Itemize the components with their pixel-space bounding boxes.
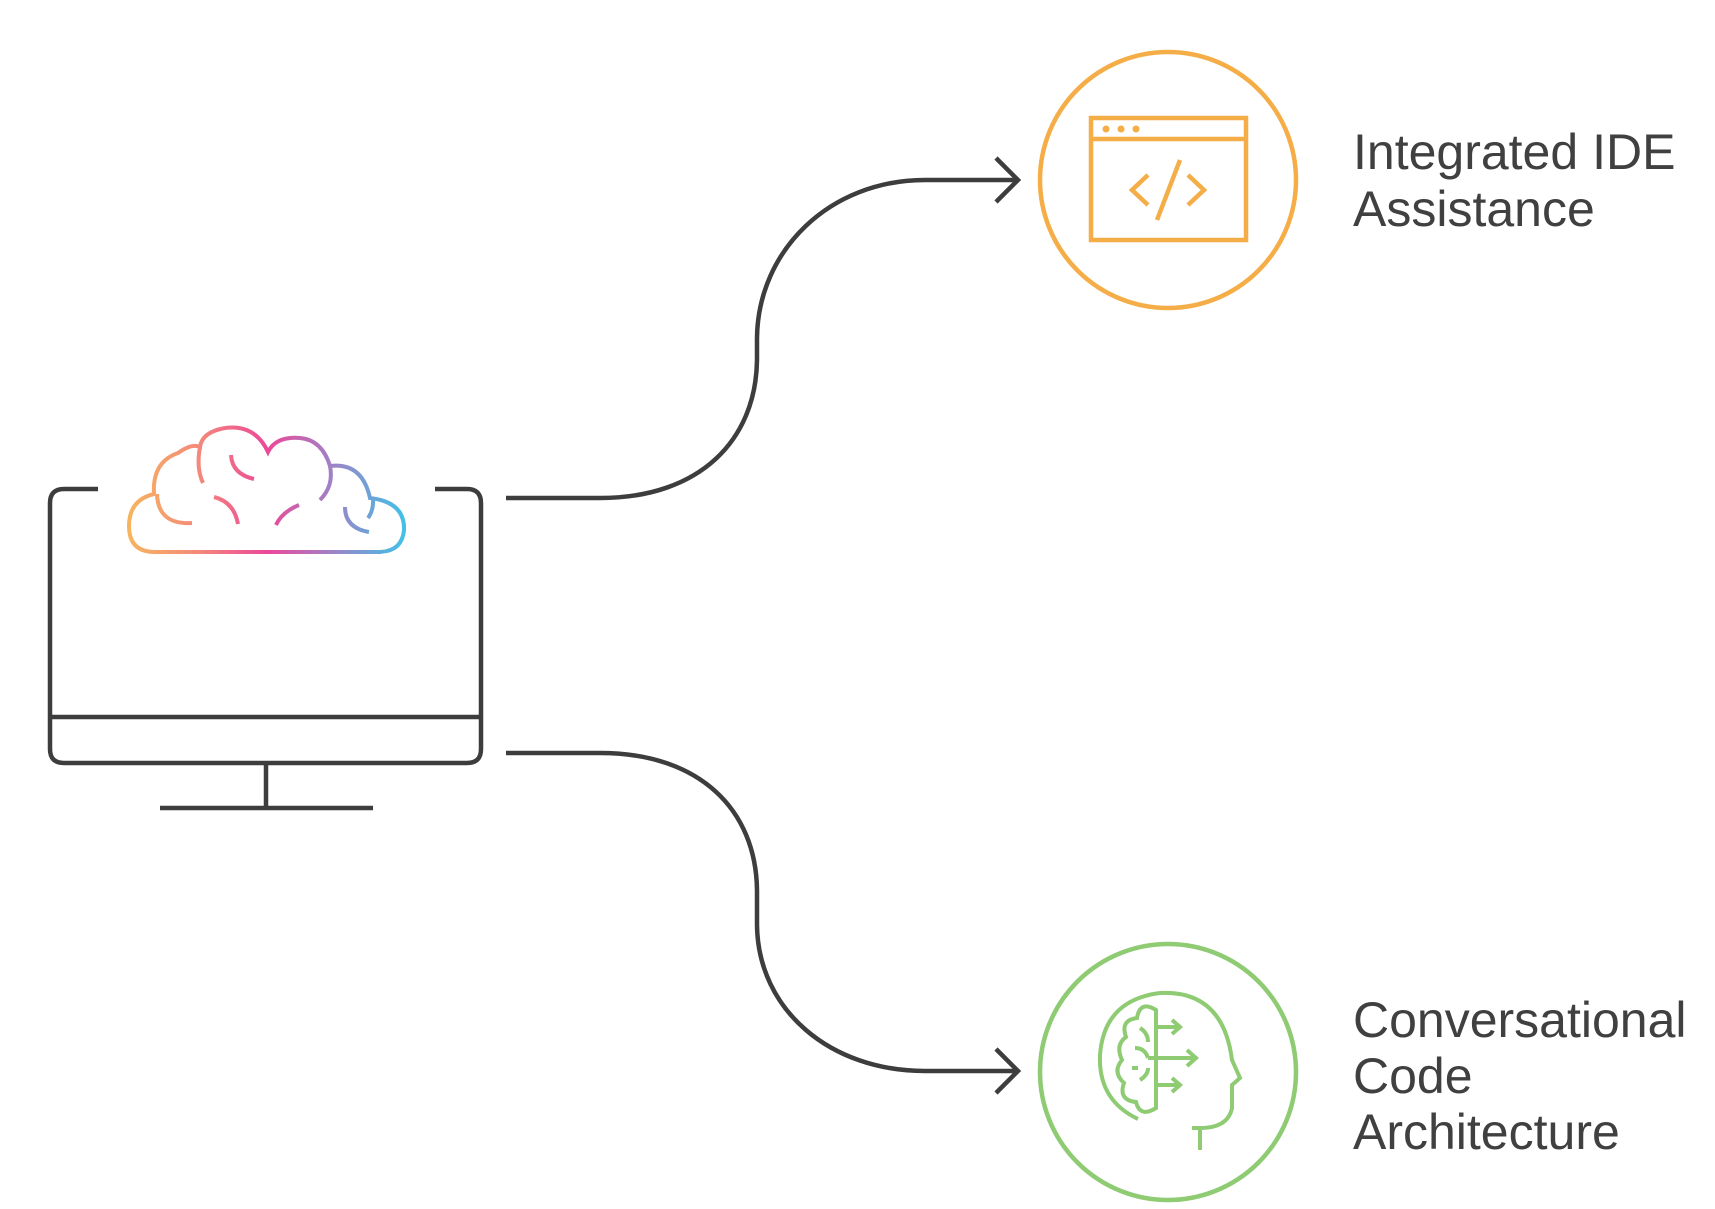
connector-to-ide bbox=[506, 156, 1022, 501]
arrowhead-icon bbox=[994, 1047, 1022, 1095]
architecture-node bbox=[1037, 941, 1299, 1203]
connector-line bbox=[506, 750, 1018, 1074]
connector-line bbox=[506, 177, 1018, 501]
brain-fold-8 bbox=[366, 496, 376, 520]
brain-head-icon bbox=[1097, 990, 1243, 1150]
brain-fold-3 bbox=[229, 454, 255, 481]
ide-circle bbox=[1037, 49, 1299, 311]
ide-label: Integrated IDE Assistance bbox=[1353, 124, 1675, 238]
monitor-frame bbox=[47, 486, 484, 766]
label-line: Integrated IDE bbox=[1353, 124, 1676, 180]
architecture-label: Conversational Code Architecture bbox=[1353, 992, 1687, 1160]
label-line: Architecture bbox=[1353, 1104, 1620, 1160]
head-profile bbox=[1097, 990, 1243, 1150]
brain-half bbox=[1115, 1004, 1158, 1114]
label-line: Assistance bbox=[1353, 181, 1595, 237]
brain-fold-1 bbox=[155, 493, 193, 526]
label-line: Code bbox=[1353, 1048, 1473, 1104]
brain-fold-5 bbox=[274, 503, 300, 526]
brain-fold-4 bbox=[213, 495, 240, 525]
ide-node bbox=[1037, 49, 1299, 311]
connector-to-architecture bbox=[506, 750, 1022, 1095]
brain-fold-2 bbox=[196, 446, 205, 484]
brain-cloud-outline bbox=[126, 425, 407, 554]
brain-fold-7 bbox=[343, 506, 370, 534]
code-window-icon bbox=[1088, 115, 1249, 243]
arrowhead-icon bbox=[994, 156, 1022, 204]
monitor-icon bbox=[47, 486, 484, 811]
brain-cloud-icon bbox=[126, 425, 407, 554]
architecture-circle bbox=[1037, 941, 1299, 1203]
label-line: Conversational bbox=[1353, 992, 1687, 1048]
brain-fold-6 bbox=[318, 465, 333, 502]
monitor-brain-icon bbox=[47, 425, 484, 811]
